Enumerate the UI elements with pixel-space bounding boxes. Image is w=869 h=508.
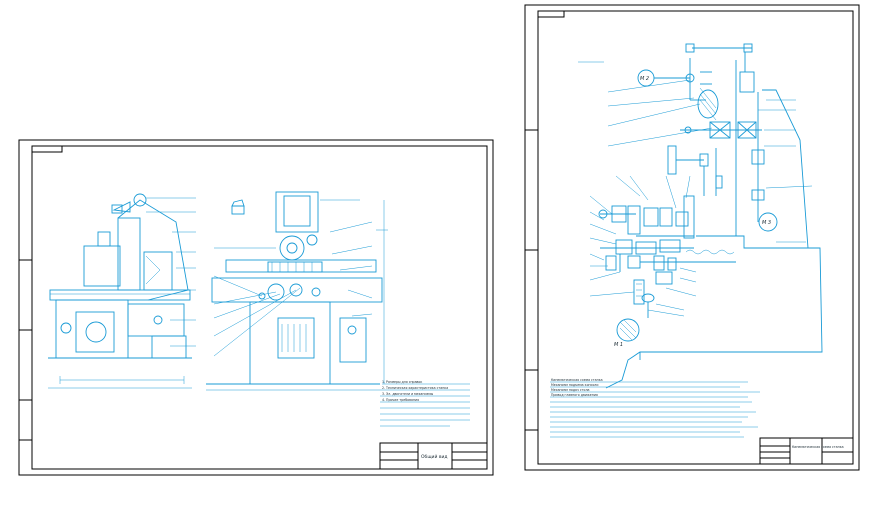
feed-gearbox [598, 195, 736, 285]
spindle-column [117, 217, 141, 291]
base-cabinet [55, 299, 129, 359]
left-sheet-outer-frame [18, 139, 494, 476]
right-notes [550, 381, 760, 438]
right-note-line: Привод главного движения [551, 393, 598, 397]
motor-m3-label: М 3 [762, 220, 771, 226]
left-title-block: Общий вид [379, 442, 488, 470]
motor-m1: М 1 [614, 318, 640, 348]
left-sheet-inner-frame [31, 145, 488, 470]
motor-m2-label: М 2 [640, 76, 649, 82]
side-motor [277, 317, 315, 359]
spindle-head [275, 191, 319, 233]
right-sheet-outer-frame [524, 4, 860, 471]
side-base [249, 301, 331, 385]
lower-drive-box [151, 335, 187, 359]
machine-housing-outline [605, 60, 823, 389]
right-title-block: Кинематическая схема станка [759, 437, 854, 465]
right-note-line: Механизм подъема консоли [551, 383, 598, 387]
left-notes [380, 383, 470, 427]
left-note-line: 3. Эл. двигатели и механизмы [382, 392, 434, 396]
right-leader-lines [578, 61, 813, 317]
right-title-block-name: Кинематическая схема станка [792, 445, 844, 449]
front-view-machine [48, 193, 196, 389]
top-pulley [133, 193, 147, 207]
worm-wheel [697, 89, 719, 119]
right-sheet: М 2 М 3 [524, 4, 860, 471]
control-dial [85, 321, 107, 343]
knee [211, 277, 383, 303]
left-note-line: 1. Размеры для справок [382, 380, 422, 384]
left-title-block-name: Общий вид [421, 453, 448, 460]
motor-m1-label: М 1 [614, 342, 623, 348]
left-note-line: 4. Прочие требования [382, 398, 419, 402]
left-sheet: Общий вид [18, 139, 494, 476]
motor-m3 [758, 212, 778, 232]
right-note-line: Кинематическая схема станка [551, 378, 603, 382]
right-sheet-inner-frame [537, 10, 854, 465]
side-view-machine [206, 191, 388, 391]
face-mill [279, 235, 305, 261]
motor-housing [83, 245, 121, 287]
left-sheet-corner-stamp [31, 145, 63, 153]
main-column-body [117, 199, 189, 301]
right-note-line: Механизм подач стола [551, 388, 590, 392]
left-note-line: 2. Техническая характеристика станка [382, 386, 448, 390]
